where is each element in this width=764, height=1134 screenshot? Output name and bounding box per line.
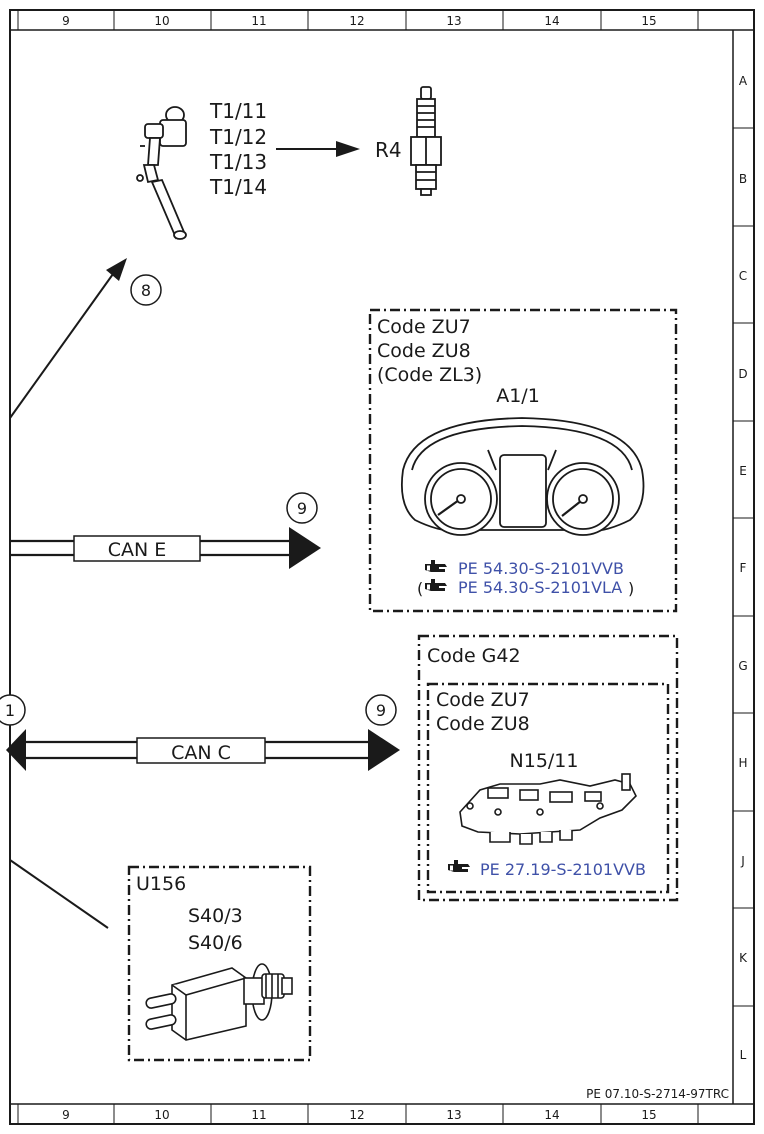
marker-8-label: 8 [141, 281, 151, 300]
frame [9, 9, 755, 1125]
column-ticks [17, 10, 699, 1124]
row-label: J [740, 854, 745, 868]
cluster-codes: Code ZU7 Code ZU8 (Code ZL3) [377, 316, 482, 386]
column-labels-top: 9 10 11 12 13 14 15 [62, 14, 656, 28]
row-labels: A B C D E F G H J K L [738, 74, 748, 1062]
switch-connector-icon [145, 963, 293, 1041]
column-label: 15 [641, 14, 656, 28]
marker-9-label: 9 [376, 701, 386, 720]
column-label: 14 [544, 14, 559, 28]
paren-close: ) [628, 579, 634, 598]
paren-open: ( [417, 579, 423, 598]
marker-partial-left: 1 [0, 694, 26, 726]
pointing-hand-icon [425, 579, 447, 591]
instrument-cluster-icon [400, 417, 645, 536]
instrument-cluster-box [368, 308, 678, 613]
harness-line-u156 [9, 859, 109, 929]
column-label: 9 [62, 1108, 70, 1122]
code-u156-box [127, 865, 312, 1062]
g42-component-label: N15/11 [510, 750, 579, 772]
cluster-ref-link[interactable]: PE 54.30-S-2101VVB [458, 559, 624, 578]
g42-code: Code G42 [427, 645, 521, 667]
column-label: 10 [154, 14, 169, 28]
cluster-code: Code ZU8 [377, 340, 471, 362]
terminal-label: T1/11 [209, 99, 267, 123]
column-label: 14 [544, 1108, 559, 1122]
can-e-bus [10, 527, 321, 569]
row-label: H [738, 756, 747, 770]
row-label: B [739, 172, 747, 186]
document-reference: PE 07.10-S-2714-97TRC [586, 1087, 729, 1101]
marker-9-label: 9 [297, 499, 307, 518]
column-label: 10 [154, 1108, 169, 1122]
row-label: K [739, 951, 748, 965]
row-label: F [740, 561, 747, 575]
g42-ref-link[interactable]: PE 27.19-S-2101VVB [480, 860, 646, 879]
row-ticks [733, 127, 754, 1007]
column-label: 11 [251, 14, 266, 28]
u156-code: U156 [136, 873, 186, 895]
pointing-hand-icon [448, 860, 470, 872]
ignition-coil-icon [136, 106, 187, 240]
marker-9-can-e: 9 [286, 492, 318, 524]
g42-inner-code: Code ZU8 [436, 713, 530, 735]
g42-inner-code: Code ZU7 [436, 689, 530, 711]
column-labels-bottom: 9 10 11 12 13 14 15 [62, 1108, 656, 1122]
row-label: L [740, 1048, 747, 1062]
marker-9-can-c: 9 [365, 694, 397, 726]
column-label: 13 [446, 1108, 461, 1122]
cluster-ref-link[interactable]: PE 54.30-S-2101VLA [458, 578, 622, 597]
can-e-label: CAN E [108, 539, 167, 561]
column-label: 9 [62, 14, 70, 28]
code-zu-box [426, 682, 670, 894]
row-label: D [738, 367, 747, 381]
marker-partial-label: 1 [5, 701, 15, 720]
code-g42-box [417, 634, 679, 902]
can-c-bus [6, 729, 400, 771]
harness-arrow-8 [9, 258, 127, 419]
row-label: C [739, 269, 747, 283]
row-label: E [739, 464, 747, 478]
terminal-label: T1/12 [209, 125, 267, 149]
column-label: 12 [349, 1108, 364, 1122]
spark-plug-label: R4 [375, 138, 402, 162]
cluster-code: (Code ZL3) [377, 364, 482, 386]
row-label: A [739, 74, 748, 88]
spark-plug-icon [410, 86, 442, 196]
marker-8: 8 [130, 274, 162, 306]
column-label: 11 [251, 1108, 266, 1122]
cluster-component-label: A1/1 [496, 385, 540, 407]
can-c-label: CAN C [171, 742, 231, 764]
u156-component: S40/3 [188, 905, 243, 927]
terminal-label: T1/13 [209, 150, 267, 174]
cluster-code: Code ZU7 [377, 316, 471, 338]
arrow-to-r4 [276, 141, 360, 157]
column-label: 12 [349, 14, 364, 28]
terminal-label: T1/14 [209, 175, 267, 199]
column-label: 15 [641, 1108, 656, 1122]
control-unit-plate-icon [459, 773, 637, 845]
terminal-labels: T1/11 T1/12 T1/13 T1/14 [209, 99, 267, 199]
pointing-hand-icon [425, 560, 447, 572]
row-label: G [738, 659, 747, 673]
u156-component: S40/6 [188, 932, 243, 954]
column-label: 13 [446, 14, 461, 28]
